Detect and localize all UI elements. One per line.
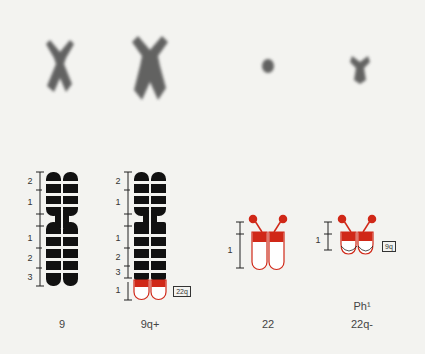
- band-number: 3: [27, 273, 32, 282]
- segment-tag: 9q: [382, 241, 396, 252]
- band-number: 1: [27, 198, 32, 207]
- chromosome-label: Ph¹: [353, 301, 370, 312]
- band-number: 1: [315, 236, 320, 245]
- band-number: 2: [27, 254, 32, 263]
- chromosome-22q-minus-ideogram: [324, 216, 376, 255]
- chromosome-9-ideogram: [36, 172, 78, 286]
- chromosome-label: 22: [262, 319, 274, 330]
- chromosome-label: 22q-: [351, 319, 373, 330]
- chromosome-label: 9: [59, 319, 65, 330]
- band-number: 1: [227, 246, 232, 255]
- band-number: 3: [115, 268, 120, 277]
- chromosome-9q-plus-ideogram: [124, 172, 166, 300]
- band-number: 2: [115, 177, 120, 186]
- segment-tag: 22q: [173, 286, 191, 297]
- band-number: 2: [115, 253, 120, 262]
- band-number: 1: [115, 198, 120, 207]
- band-number: 1: [115, 234, 120, 243]
- chromosome-label: 9q+: [141, 319, 160, 330]
- band-number: 2: [27, 177, 32, 186]
- band-number: 1: [27, 234, 32, 243]
- chromosome-22-ideogram: [236, 216, 287, 270]
- chromosome-photo: [46, 36, 370, 100]
- band-number: 1: [115, 286, 120, 295]
